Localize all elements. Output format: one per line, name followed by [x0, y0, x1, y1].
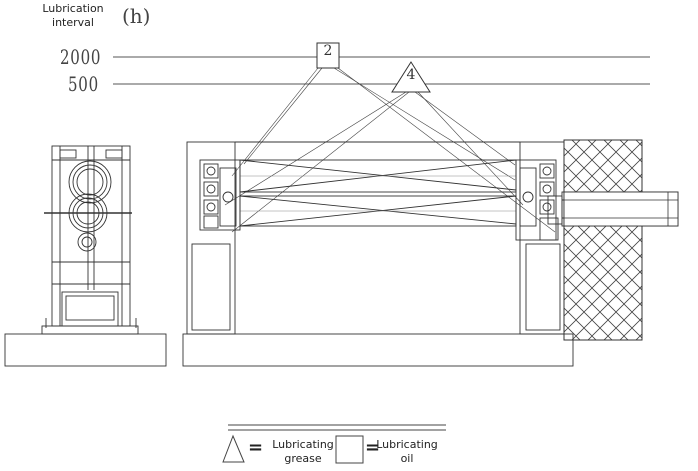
legend-square-icon	[335, 435, 364, 464]
legend-graphics	[222, 424, 446, 464]
legend-grease-equals: =	[248, 437, 264, 458]
legend-oil-equals: =	[365, 437, 381, 458]
level-lines	[113, 56, 650, 85]
interval-axis-unit: (h)	[122, 4, 151, 28]
interval-axis-title: Lubrication interval	[42, 2, 104, 29]
oil-marker-box	[316, 42, 340, 69]
oil-marker-label: 2	[323, 43, 333, 59]
hatched-block	[563, 139, 643, 341]
legend-triangle-icon	[222, 434, 245, 463]
grease-marker-label: 4	[406, 67, 416, 83]
legend-oil-text: Lubricating oil	[376, 438, 438, 465]
level-label-500: 500	[68, 72, 99, 96]
side-view	[4, 145, 167, 367]
leader-lines	[224, 67, 556, 233]
level-label-2000: 2000	[60, 45, 102, 69]
grease-marker-triangle	[391, 61, 431, 93]
legend-grease-text: Lubricating grease	[272, 438, 334, 465]
shaft-overlay	[563, 191, 679, 227]
